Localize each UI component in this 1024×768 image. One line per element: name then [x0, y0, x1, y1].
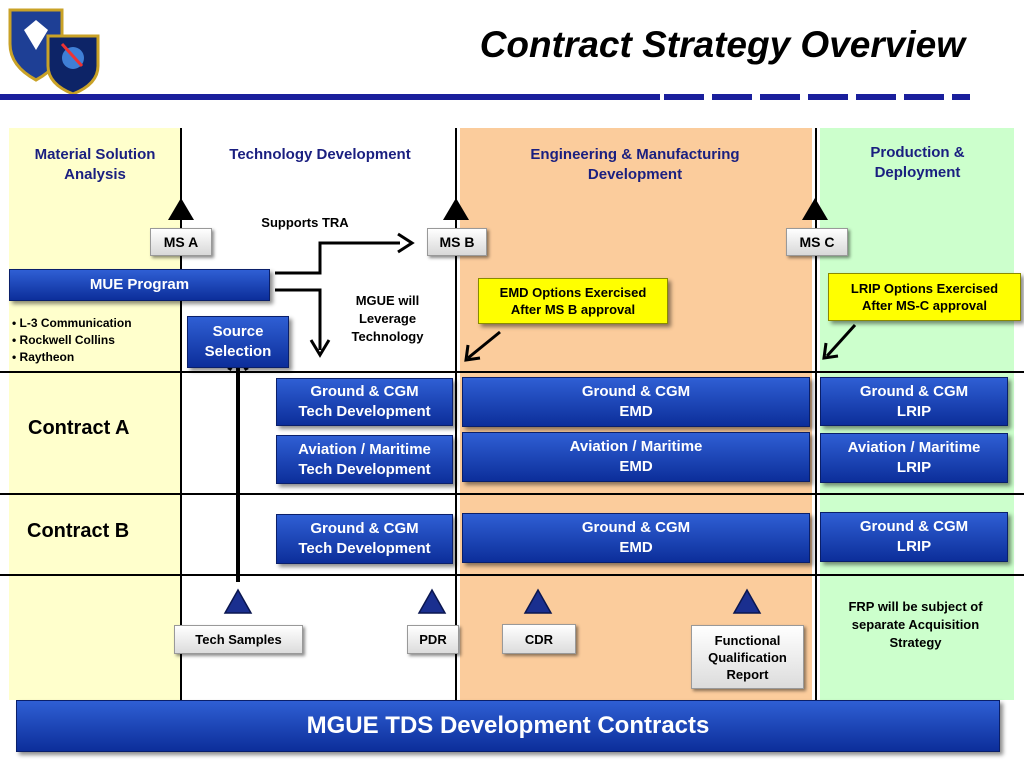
divider-ms-a — [180, 128, 182, 700]
page-title: Contract Strategy Overview — [479, 24, 965, 65]
divider-ms-b — [455, 128, 457, 700]
phase-label-td: Technology Development — [229, 146, 411, 163]
header-rule-dashes — [664, 94, 970, 100]
event-pdr: PDR — [407, 625, 459, 654]
milestone-ms-c: MS C — [786, 228, 848, 256]
supports-tra-label: Supports TRA — [261, 215, 349, 230]
divider-ms-c — [815, 128, 817, 700]
vendor-list: • L-3 Communication • Rockwell Collins •… — [12, 315, 132, 366]
contract-b-label: Contract B — [27, 520, 130, 542]
msa-phase-bg — [9, 128, 181, 700]
milestone-triangle-c — [802, 198, 828, 220]
event-triangle-tech-samples — [223, 588, 253, 614]
row-divider-1 — [0, 371, 1024, 373]
row-divider-3 — [0, 574, 1024, 576]
event-tech-samples: Tech Samples — [174, 625, 303, 654]
air-force-logo — [4, 6, 104, 101]
phase-label-pd: Production &Deployment — [870, 144, 965, 181]
footer-banner: MGUE TDS Development Contracts — [16, 700, 1000, 752]
milestone-ms-b: MS B — [427, 228, 487, 256]
row-divider-2 — [0, 493, 1024, 495]
event-cdr: CDR — [502, 624, 576, 654]
arrow-up-tech-samples — [227, 351, 249, 582]
event-triangle-pdr — [417, 588, 447, 614]
arrow-to-ms-b — [275, 232, 415, 275]
vendor-item: • Rockwell Collins — [12, 333, 115, 347]
header-rule — [0, 94, 660, 100]
milestone-ms-a: MS A — [150, 228, 212, 256]
milestone-triangle-a — [168, 198, 194, 220]
milestone-triangle-b — [443, 198, 469, 220]
vendor-item: • L-3 Communication — [12, 316, 132, 330]
mue-program-box: MUE Program — [9, 269, 270, 301]
contract-a-label: Contract A — [28, 417, 130, 439]
vendor-item: • Raytheon — [12, 350, 75, 364]
